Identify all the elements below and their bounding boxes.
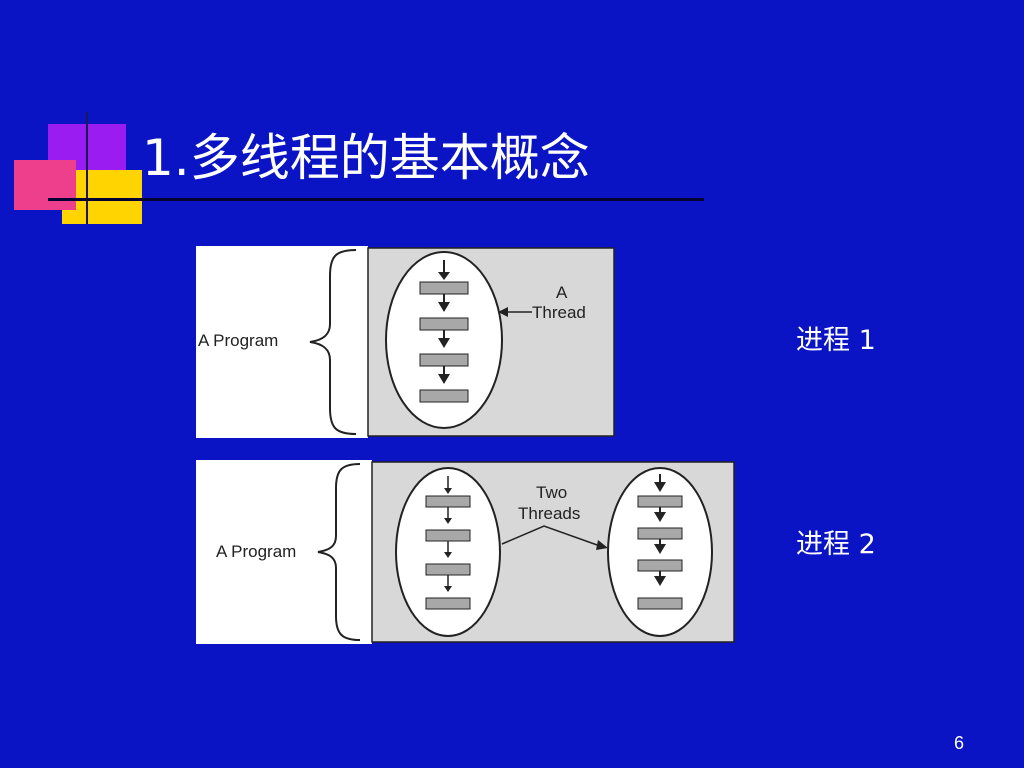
threads-connector: [501, 525, 601, 547]
thread-steps-right: [637, 474, 683, 610]
threads-connector-head: [596, 540, 608, 550]
page-number: 6: [953, 733, 964, 753]
program-brace: [309, 249, 357, 435]
slide-title: 1.多线程的基本概念: [142, 129, 590, 187]
title-underline: [48, 198, 704, 201]
program-label: A Program: [198, 331, 278, 350]
threads-label-line1: Two: [536, 483, 567, 502]
process-label-2: 进程 2: [796, 529, 876, 560]
single-thread-diagram: A Program A Thread: [196, 246, 615, 438]
thread-label-line1: A: [556, 283, 568, 302]
decor-vertical-line: [86, 112, 88, 224]
process-label-1: 进程 1: [796, 325, 876, 356]
two-threads-diagram: A Program Two Threads: [196, 460, 735, 644]
thread-steps: [419, 260, 469, 403]
thread-pointer-head: [498, 307, 508, 317]
program-area: [196, 246, 368, 438]
program-area: [196, 460, 372, 644]
thread-label-line2: Thread: [532, 303, 586, 322]
program-brace: [317, 463, 361, 641]
threads-label-line2: Threads: [518, 504, 580, 523]
program-label: A Program: [216, 542, 296, 561]
decor-pink-square: [14, 160, 76, 210]
thread-steps-left: [425, 476, 471, 610]
